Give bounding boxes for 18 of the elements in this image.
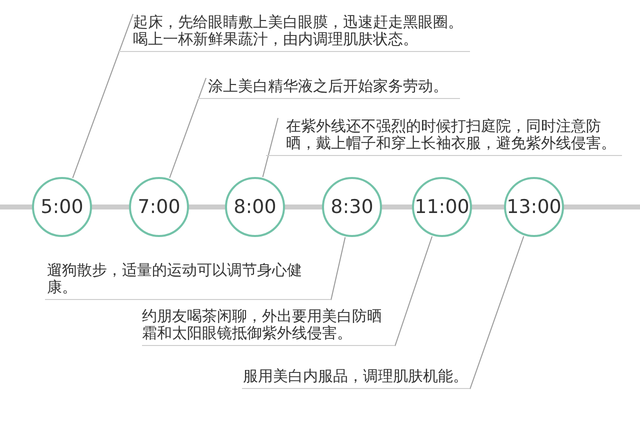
leader-line xyxy=(394,236,433,346)
leader-line xyxy=(72,14,134,178)
leader-line xyxy=(262,118,278,178)
time-circle: 11:00 xyxy=(412,177,472,237)
time-circle: 5:00 xyxy=(32,177,92,237)
leader-line xyxy=(330,236,346,300)
note-text: 起床，先给眼睛敷上美白眼膜，迅速赶走黑眼圈。喝上一杯新鲜果蔬汁，由内调理肌肤状态。 xyxy=(118,14,470,52)
time-circle: 13:00 xyxy=(504,177,564,237)
note-text: 遛狗散步，适量的运动可以调节身心健康。 xyxy=(45,262,331,300)
time-circle: 7:00 xyxy=(129,177,189,237)
note-text: 涂上美白精华液之后开始家务劳动。 xyxy=(198,78,460,99)
note-text: 在紫外线还不强烈的时候打扫庭院，同时注意防晒，戴上帽子和穿上长袖衣服，避免紫外线侵害。 xyxy=(266,118,622,156)
leader-line xyxy=(470,236,524,390)
note-text: 服用美白内服品，调理肌肤机能。 xyxy=(242,368,470,389)
time-circle: 8:00 xyxy=(225,177,285,237)
note-text: 约朋友喝茶闲聊，外出要用美白防晒霜和太阳眼镜抵御紫外线侵害。 xyxy=(142,308,395,346)
time-circle: 8:30 xyxy=(322,177,382,237)
leader-line xyxy=(169,78,206,178)
